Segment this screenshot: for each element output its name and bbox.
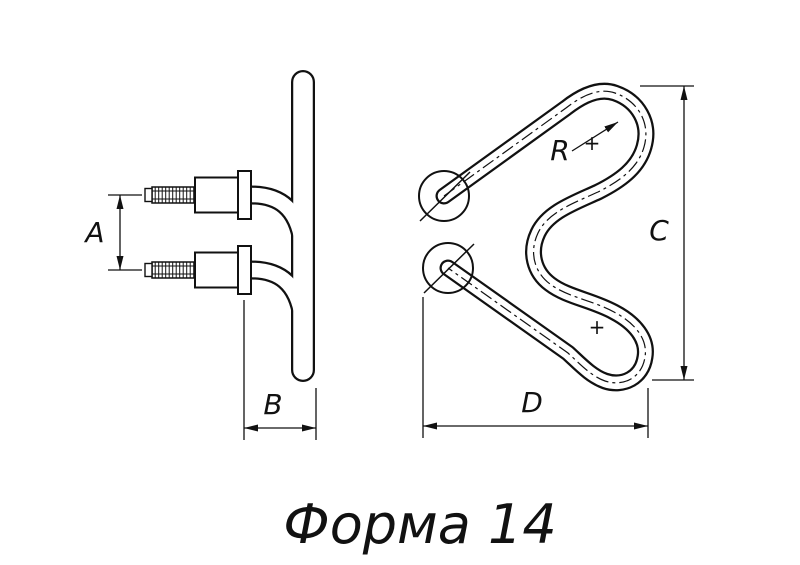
upper-terminal — [144, 170, 252, 220]
dimension-A: A — [83, 194, 142, 271]
upper-end-slash — [419, 171, 471, 222]
upper-terminal-body — [194, 176, 240, 214]
lower-terminal-threaded-pin — [151, 261, 197, 279]
top-bend-center-mark: + — [584, 131, 601, 155]
radius-leader-line — [571, 121, 619, 152]
figure-title: Форма 14 — [283, 493, 557, 556]
dim-a-label: A — [83, 216, 104, 249]
lower-pin-tip — [144, 262, 153, 278]
upper-terminal-bend-core — [250, 187, 310, 244]
lower-end-slash — [423, 243, 475, 294]
dim-r-label: R — [550, 134, 569, 167]
dim-b-label: B — [263, 388, 282, 421]
lower-terminal-flange — [237, 245, 252, 295]
upper-terminal-threaded-pin — [151, 186, 197, 204]
dim-d-label: D — [521, 386, 543, 419]
lower-terminal-body — [194, 251, 240, 289]
side-view: A B — [83, 70, 317, 440]
radius-callout: R + — [550, 121, 619, 167]
dimension-B: B — [243, 300, 317, 440]
dimension-C: C — [640, 85, 694, 381]
front-view: R + + C D — [418, 82, 694, 438]
dim-c-label: C — [649, 214, 669, 247]
lower-terminal — [144, 245, 252, 295]
front-tube-centerline — [443, 90, 647, 384]
lower-end-circle — [422, 242, 474, 294]
lower-terminal-bend-core — [250, 262, 310, 319]
upper-pin-tip — [144, 187, 153, 203]
bottom-bend-center-mark: + — [589, 315, 606, 339]
dimension-D: D — [422, 297, 649, 438]
upper-end-circle — [418, 170, 470, 222]
upper-terminal-flange — [237, 170, 252, 220]
